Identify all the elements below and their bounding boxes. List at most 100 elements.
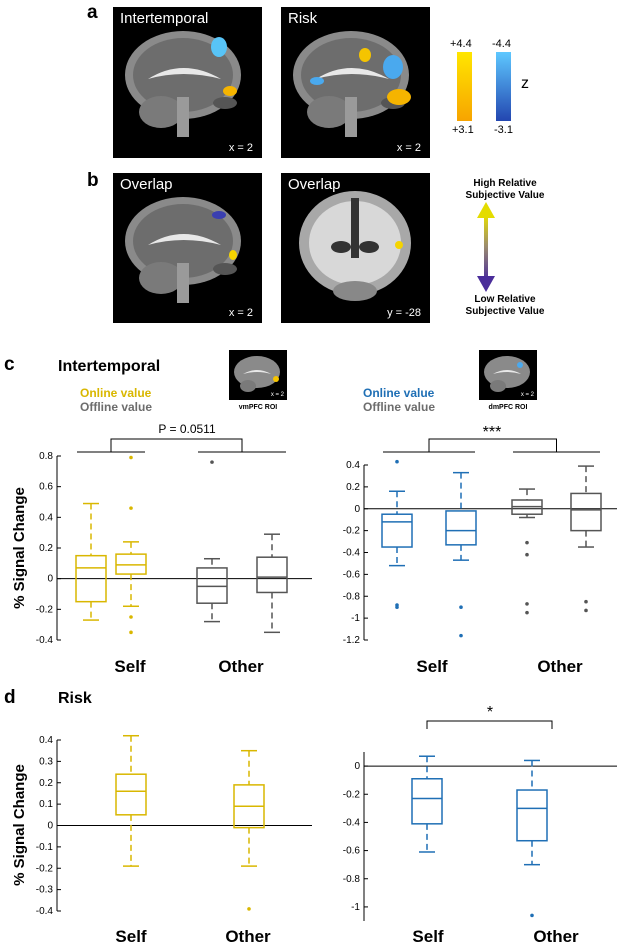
outlier-point: [530, 913, 534, 918]
panel-a-label: a: [87, 2, 98, 23]
image-title: Overlap: [120, 176, 173, 193]
box-plot: [75, 502, 107, 621]
warm-colorbar-bottom-label: +3.1: [452, 124, 474, 136]
iqr-box: [75, 554, 107, 603]
y-tick-label: 0.4: [39, 735, 53, 746]
y-axis-label: % Signal Change: [11, 487, 28, 609]
brain-coronal-overlap-drawing: [299, 191, 411, 301]
significance-label: ***: [483, 424, 502, 441]
legend-offline-vmpfc: Offline value: [80, 400, 153, 414]
vmpfc-roi-label: vmPFC ROI: [238, 404, 278, 411]
image-title: Intertemporal: [120, 10, 209, 27]
y-tick-label: 0.1: [39, 799, 53, 810]
panel-d-title: Risk: [58, 690, 92, 707]
group-label: Other: [537, 657, 583, 675]
y-tick-label: -0.4: [343, 817, 361, 828]
arrow-bottom-label: Low Relative Subjective Value: [445, 294, 565, 318]
iqr-box: [445, 510, 477, 546]
significance-bracket: [426, 720, 553, 729]
box-plot: [115, 455, 147, 635]
group-label: Self: [416, 657, 448, 675]
outlier-point: [459, 633, 463, 638]
legend-offline-dmpfc: Offline value: [363, 400, 436, 414]
arrow-top-line1: High Relative: [473, 178, 537, 189]
group-label: Self: [114, 657, 146, 675]
roi-coord: x = 2: [520, 392, 534, 398]
brain-sagittal-risk: Risk x = 2: [281, 7, 430, 158]
legend-online-vmpfc: Online value: [80, 386, 152, 400]
dmpfc-roi-drawing: [484, 356, 530, 392]
brain-sagittal-intertemporal: Intertemporal x = 2: [113, 7, 262, 158]
brain-sagittal-risk-drawing: [293, 31, 411, 137]
outlier-point: [525, 540, 529, 545]
outlier-point: [525, 602, 529, 606]
y-tick-label: 0: [47, 574, 53, 585]
legend-online-dmpfc: Online value: [363, 386, 435, 400]
group-label: Other: [533, 927, 579, 946]
image-coord: x = 2: [228, 307, 253, 319]
box-plot: [233, 749, 265, 911]
box-plot: [115, 734, 147, 867]
outlier-point: [129, 506, 133, 510]
iqr-box: [115, 773, 147, 816]
vmpfc-roi-thumbnail: x = 2: [229, 350, 287, 400]
significance-label: P = 0.0511: [158, 422, 216, 436]
group-label: Other: [225, 927, 271, 946]
y-tick-label: -0.6: [343, 569, 361, 580]
iqr-box: [381, 513, 413, 548]
outlier-point: [584, 599, 588, 604]
y-tick-label: 0: [354, 761, 360, 772]
panel-d-label: d: [4, 687, 16, 708]
roi-coord: x = 2: [270, 392, 284, 398]
arrow-bottom-line2: Subjective Value: [465, 306, 545, 317]
y-tick-label: -0.4: [343, 548, 361, 559]
vmpfc-roi-drawing: [234, 356, 280, 392]
image-title: Overlap: [288, 176, 341, 193]
cool-colorbar-bottom-label: -3.1: [494, 124, 513, 136]
iqr-box: [256, 556, 288, 594]
box-plot: [570, 465, 602, 613]
y-axis-label: % Signal Change: [11, 764, 28, 886]
outlier-point: [459, 605, 463, 609]
outlier-point: [247, 907, 251, 911]
y-tick-label: 0.2: [39, 778, 53, 789]
dmpfc-roi-thumbnail: x = 2: [479, 350, 537, 400]
y-tick-label: -0.2: [343, 789, 361, 800]
y-tick-label: -0.8: [343, 874, 361, 885]
colorbar-axis-label: z: [521, 75, 529, 92]
outlier-point: [395, 459, 399, 464]
panel-c-title: Intertemporal: [58, 358, 161, 375]
outlier-point: [129, 630, 133, 635]
box-plot: [511, 488, 543, 615]
box-plot: [196, 460, 228, 623]
y-tick-label: 0: [354, 504, 360, 515]
y-tick-label: 0: [47, 821, 53, 832]
y-tick-label: 0.3: [39, 756, 53, 767]
arrow-top-line2: Subjective Value: [465, 190, 545, 201]
cool-colorbar: [496, 52, 511, 121]
y-tick-label: -0.3: [36, 885, 54, 896]
outlier-point: [129, 455, 133, 460]
y-tick-label: -1: [351, 902, 360, 913]
group-label: Self: [115, 927, 147, 946]
outlier-point: [210, 460, 214, 464]
box-plot: [445, 471, 477, 638]
iqr-box: [570, 492, 602, 532]
y-tick-label: -0.8: [343, 591, 361, 602]
y-tick-label: 0.2: [39, 543, 53, 554]
y-tick-label: -0.2: [36, 863, 54, 874]
y-tick-label: -0.1: [36, 842, 54, 853]
outlier-point: [525, 610, 529, 615]
outlier-point: [395, 605, 399, 609]
significance-label: *: [487, 704, 493, 721]
box-plot: [411, 755, 443, 853]
arrow-top-label: High Relative Subjective Value: [445, 178, 565, 202]
cool-colorbar-top-label: -4.4: [492, 38, 511, 50]
group-label: Self: [412, 927, 444, 946]
y-tick-label: 0.6: [39, 482, 53, 493]
